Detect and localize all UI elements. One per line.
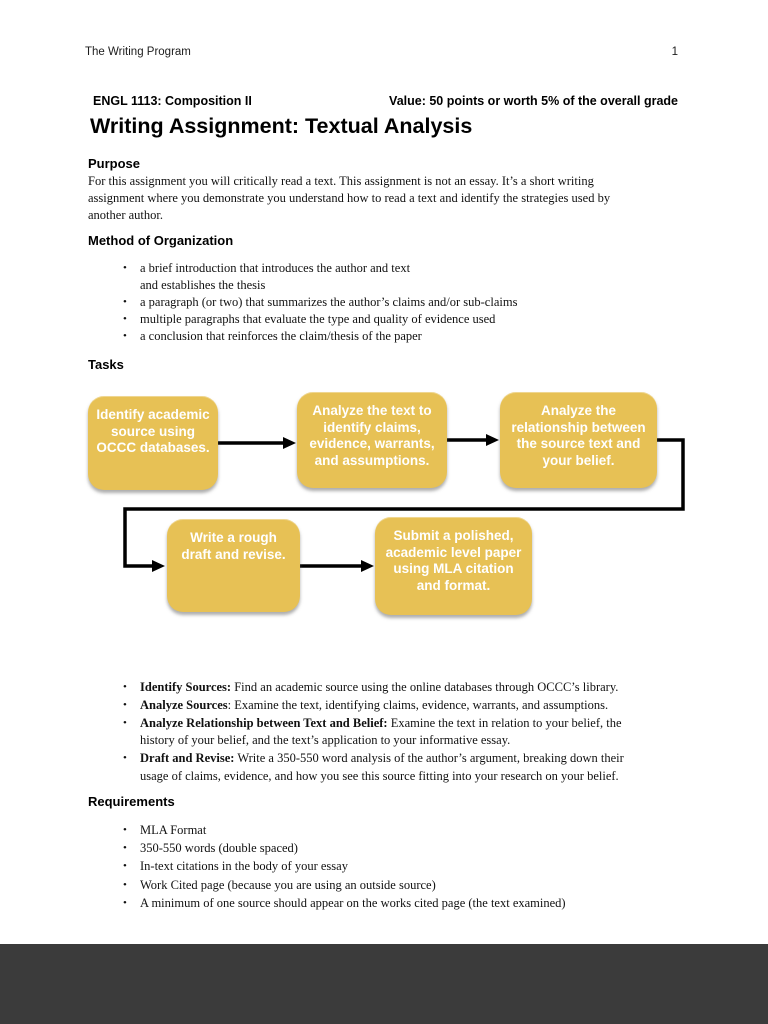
- list-item: • MLA Format: [123, 821, 695, 839]
- purpose-heading: Purpose: [88, 156, 141, 171]
- task-details-list: • Identify Sources: Find an academic sour…: [123, 679, 695, 786]
- list-item-text: 350-550 words (double spaced): [140, 841, 298, 856]
- bullet-glyph: •: [123, 681, 127, 693]
- flowchart-box-rough-draft: Write a rough draft and revise.: [167, 519, 300, 612]
- tasks-flowchart: Identify academic source using OCCC data…: [85, 388, 715, 633]
- running-header: The Writing Program: [85, 46, 191, 58]
- bullet-glyph: •: [123, 716, 127, 729]
- list-item-text: In-text citations in the body of your es…: [140, 859, 348, 874]
- list-item-text: Draft and Revise: Write a 350-550 word a…: [140, 750, 695, 786]
- bullet-glyph: •: [123, 842, 127, 855]
- purpose-paragraph: For this assignment you will critically …: [88, 174, 611, 222]
- list-item: • A minimum of one source should appear o…: [123, 894, 695, 912]
- list-item: • Work Cited page (because you are using …: [123, 876, 695, 894]
- list-item: • Identify Sources: Find an academic sour…: [123, 679, 695, 697]
- tasks-heading: Tasks: [88, 357, 124, 372]
- list-item-rest: Find an academic source using the online…: [231, 680, 619, 694]
- document-page: The Writing Program 1 ENGL 1113: Composi…: [0, 0, 768, 944]
- list-item-text: a paragraph (or two) that summarizes the…: [140, 295, 518, 309]
- page-number: 1: [671, 46, 678, 58]
- method-bullet-list: • a brief introduction that introduces th…: [123, 260, 695, 345]
- list-item-text: A minimum of one source should appear on…: [140, 895, 566, 910]
- list-item: • In-text citations in the body of your e…: [123, 857, 695, 875]
- list-item: • a conclusion that reinforces the claim/…: [123, 328, 695, 345]
- course-line: ENGL 1113: Composition II Value: 50 poin…: [93, 94, 678, 108]
- flowchart-box-analyze-relationship: Analyze the relationship between the sou…: [500, 392, 657, 488]
- flowchart-box-submit-paper: Submit a polished, academic level paper …: [375, 517, 532, 615]
- list-item: • Analyze Relationship between Text and B…: [123, 715, 695, 751]
- flowchart-box-identify-source: Identify academic source using OCCC data…: [88, 396, 218, 490]
- list-item-lead: Analyze Relationship between Text and Be…: [140, 715, 388, 730]
- list-item: • a paragraph (or two) that summarizes th…: [123, 294, 695, 311]
- list-item-lead: Analyze Sources: [140, 697, 228, 712]
- list-item: • Draft and Revise: Write a 350-550 word …: [123, 750, 695, 786]
- bullet-glyph: •: [123, 313, 127, 325]
- list-item-lead: Draft and Revise:: [140, 751, 235, 766]
- bullet-glyph: •: [123, 824, 127, 836]
- bullet-glyph: •: [123, 878, 127, 891]
- list-item-text: multiple paragraphs that evaluate the ty…: [140, 312, 496, 326]
- list-item-text: MLA Format: [140, 823, 207, 837]
- list-item-text: Analyze Sources: Examine the text, ident…: [140, 697, 695, 715]
- list-item-rest: Write a 350-550 word analysis of the aut…: [140, 751, 624, 783]
- list-item: • Analyze Sources: Examine the text, iden…: [123, 697, 695, 715]
- bullet-glyph: •: [123, 896, 127, 909]
- list-item: • multiple paragraphs that evaluate the t…: [123, 311, 695, 328]
- bullet-glyph: •: [123, 296, 127, 308]
- flowchart-box-analyze-text: Analyze the text to identify claims, evi…: [297, 392, 447, 488]
- method-heading: Method of Organization: [88, 233, 234, 248]
- list-item: • 350-550 words (double spaced): [123, 839, 695, 857]
- bullet-glyph: •: [123, 698, 127, 711]
- page-header: The Writing Program 1: [85, 46, 678, 58]
- viewer-background-band: [0, 944, 768, 1024]
- page-title: Writing Assignment: Textual Analysis: [90, 114, 473, 138]
- list-item-rest: Examine the text in relation to your bel…: [140, 715, 622, 748]
- list-item-text: a conclusion that reinforces the claim/t…: [140, 329, 422, 343]
- bullet-glyph: •: [123, 262, 127, 274]
- bullet-glyph: •: [123, 860, 127, 873]
- list-item-text: Analyze Relationship between Text and Be…: [140, 715, 695, 751]
- flowchart-connectors: [123, 434, 685, 572]
- requirements-bullet-list: • MLA Format • 350-550 words (double space…: [123, 821, 695, 912]
- list-item-lead: Identify Sources:: [140, 680, 232, 694]
- list-item-rest: : Examine the text, identifying claims, …: [227, 697, 609, 712]
- elbow-connector-arrow-icon: [123, 438, 685, 572]
- list-item-text: Work Cited page (because you are using a…: [140, 877, 436, 892]
- bullet-glyph: •: [123, 330, 127, 342]
- course-code: ENGL 1113: Composition II: [93, 94, 252, 108]
- bullet-glyph: •: [123, 752, 127, 765]
- list-item-text: a brief introduction that introduces the…: [140, 261, 411, 292]
- course-value: Value: 50 points or worth 5% of the over…: [389, 94, 678, 108]
- requirements-heading: Requirements: [88, 794, 175, 809]
- list-item-text: Identify Sources: Find an academic sourc…: [140, 679, 695, 697]
- list-item: • a brief introduction that introduces th…: [123, 260, 695, 294]
